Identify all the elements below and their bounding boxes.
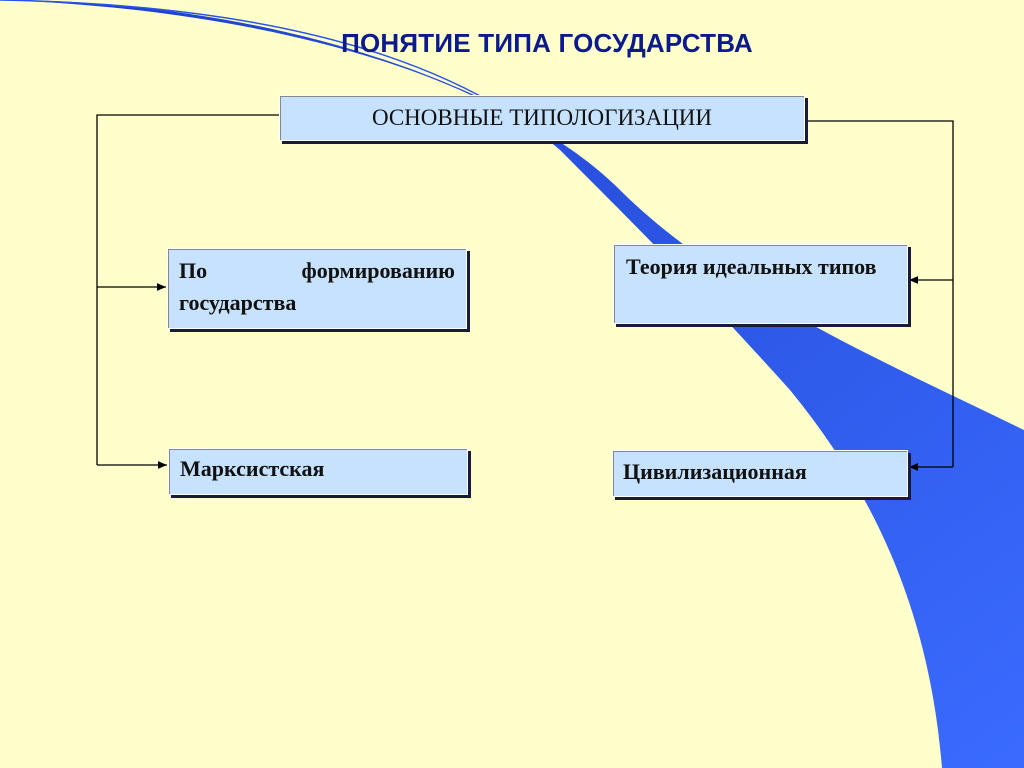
left-connector	[96, 114, 279, 465]
slide-title: ПОНЯТИЕ ТИПА ГОСУДАРСТВА	[341, 28, 753, 58]
node-ideal-types-label: Теория идеальных типов	[626, 254, 877, 279]
right-connector	[805, 120, 954, 467]
node-marxist-label: Марксистская	[180, 456, 325, 481]
node-formation-label: По формированию государства	[179, 258, 455, 315]
root-node-label: ОСНОВНЫЕ ТИПОЛОГИЗАЦИИ	[371, 105, 713, 130]
root-node: ОСНОВНЫЕ ТИПОЛОГИЗАЦИИ	[279, 95, 805, 141]
node-civilizational-label: Цивилизационная	[623, 459, 807, 484]
node-civilizational: Цивилизационная	[612, 450, 908, 497]
node-ideal-types: Теория идеальных типов	[613, 244, 908, 324]
node-formation: По формированию государства	[167, 248, 467, 329]
node-marxist: Марксистская	[168, 448, 468, 495]
